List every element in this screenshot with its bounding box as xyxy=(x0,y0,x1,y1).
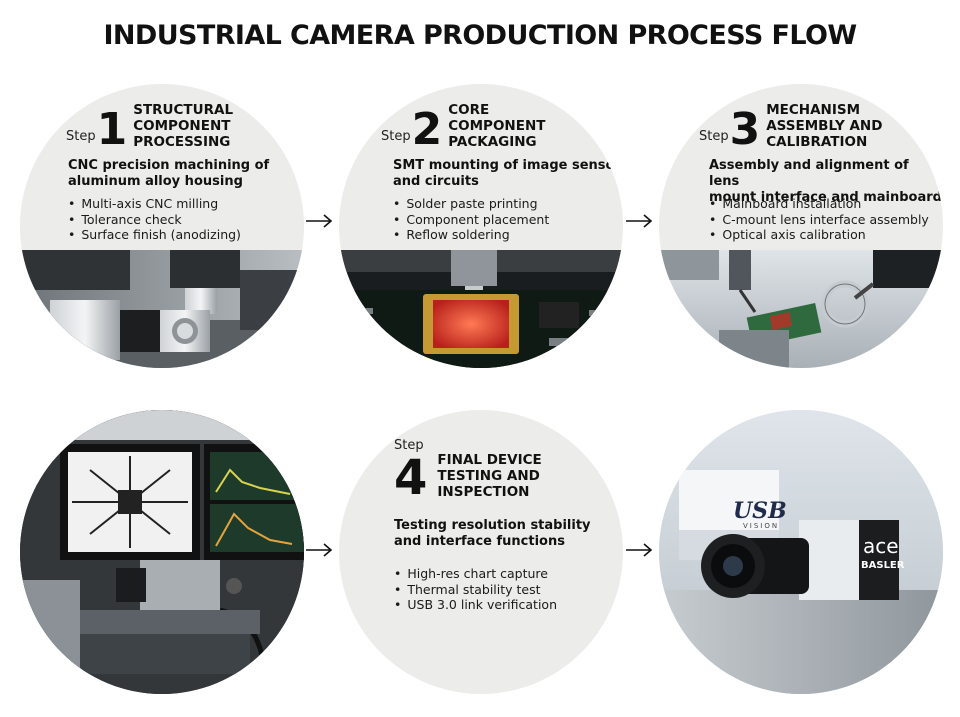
finished-camera-photo: USB VISION ace BASLER xyxy=(659,410,943,694)
step-1-subtitle: CNC precision machining of aluminum allo… xyxy=(68,158,270,189)
step-4-title: FINAL DEVICE TESTING AND INSPECTION xyxy=(437,452,542,500)
step-1-header: Step 1 STRUCTURAL COMPONENT PROCESSING xyxy=(66,102,234,155)
step-4-subtitle: Testing resolution stability and interfa… xyxy=(394,518,591,549)
arrow-right-icon xyxy=(626,543,653,557)
step-1-bullets: Multi-axis CNC milling Tolerance check S… xyxy=(68,196,241,243)
camera-maker-label: BASLER xyxy=(861,560,905,571)
list-item: Surface finish (anodizing) xyxy=(68,227,241,243)
test-station-photo xyxy=(20,410,304,694)
step-2-title: CORE COMPONENT PACKAGING xyxy=(448,102,546,150)
step-4-card: Step 4 FINAL DEVICE TESTING AND INSPECTI… xyxy=(339,410,623,694)
arrow-right-icon xyxy=(626,214,653,228)
step-2-bullets: Solder paste printing Component placemen… xyxy=(393,196,549,243)
cnc-machining-photo xyxy=(20,250,304,368)
list-item: High-res chart capture xyxy=(394,566,557,582)
step-1-number: 1 xyxy=(96,104,128,155)
usb-vision-sub: VISION xyxy=(743,522,780,530)
step-3-bullets: Mainboard installation C-mount lens inte… xyxy=(709,196,929,243)
usb-vision-logo: USB xyxy=(733,498,787,524)
page-title: INDUSTRIAL CAMERA PRODUCTION PROCESS FLO… xyxy=(103,20,857,51)
step-2-header: Step 2 CORE COMPONENT PACKAGING xyxy=(381,102,546,155)
list-item: Mainboard installation xyxy=(709,196,929,212)
list-item: Reflow soldering xyxy=(393,227,549,243)
list-item: Multi-axis CNC milling xyxy=(68,196,241,212)
arrow-right-icon xyxy=(306,543,333,557)
step-4-number: 4 xyxy=(394,450,428,506)
step-3-card: Step 3 MECHANISM ASSEMBLY AND CALIBRATIO… xyxy=(659,84,943,368)
step-2-subtitle: SMT mounting of image sensor and circuit… xyxy=(393,158,621,189)
step-3-title: MECHANISM ASSEMBLY AND CALIBRATION xyxy=(766,102,883,150)
list-item: USB 3.0 link verification xyxy=(394,597,557,613)
camera-model-label: ace xyxy=(863,534,899,558)
list-item: Component placement xyxy=(393,212,549,228)
list-item: C-mount lens interface assembly xyxy=(709,212,928,228)
step-4-header-row: 4 FINAL DEVICE TESTING AND INSPECTION xyxy=(394,452,542,502)
step-4-label: Step xyxy=(394,438,424,453)
step-3-number: 3 xyxy=(729,104,761,155)
assembly-photo xyxy=(659,250,943,368)
list-item: Solder paste printing xyxy=(393,196,549,212)
step-1-label: Step xyxy=(66,129,96,144)
step-4-header: Step xyxy=(394,438,425,453)
list-item: Thermal stability test xyxy=(394,582,557,598)
step-1-title: STRUCTURAL COMPONENT PROCESSING xyxy=(133,102,234,150)
step-1-card: Step 1 STRUCTURAL COMPONENT PROCESSING C… xyxy=(20,84,304,368)
step-3-header: Step 3 MECHANISM ASSEMBLY AND CALIBRATIO… xyxy=(699,102,883,155)
step-2-number: 2 xyxy=(411,104,443,155)
step-2-label: Step xyxy=(381,129,411,144)
step-4-bullets: High-res chart capture Thermal stability… xyxy=(394,566,557,613)
smt-pcb-photo xyxy=(339,250,623,368)
list-item: Tolerance check xyxy=(68,212,241,228)
list-item: Optical axis calibration xyxy=(709,227,929,243)
arrow-right-icon xyxy=(306,214,333,228)
step-3-label: Step xyxy=(699,129,729,144)
step-2-card: Step 2 CORE COMPONENT PACKAGING SMT moun… xyxy=(339,84,623,368)
